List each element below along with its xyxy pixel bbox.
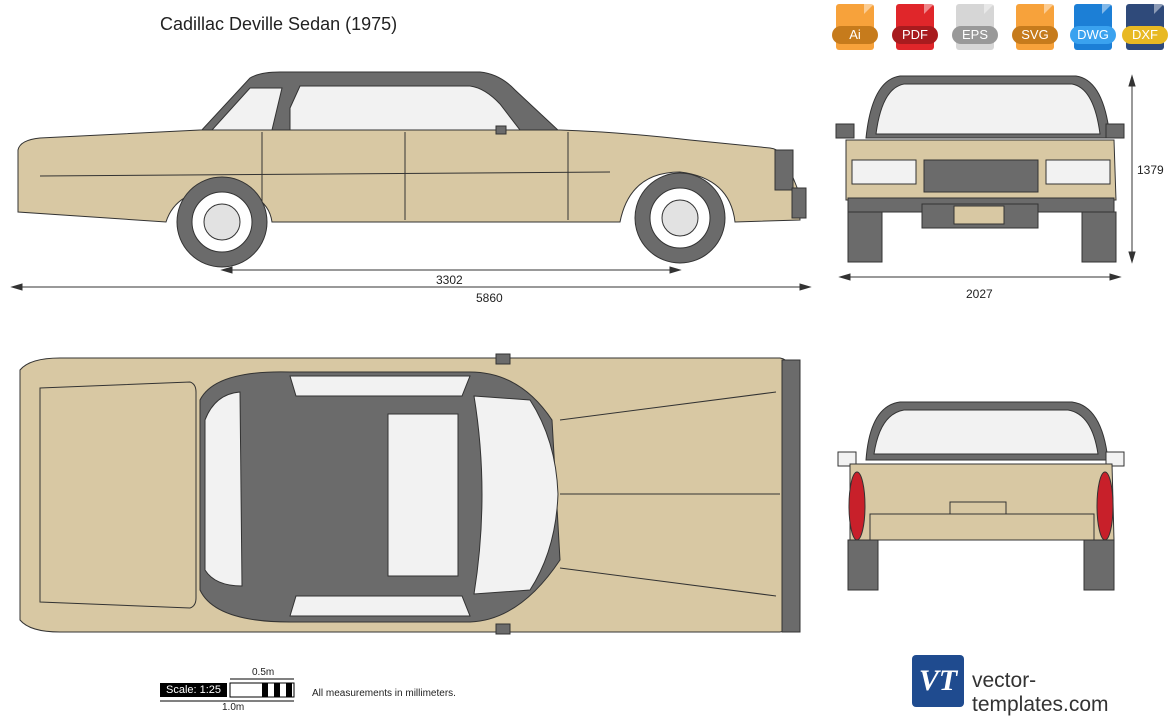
scale-ruler [160,678,295,702]
rear-window [873,409,1099,455]
scale-tick [262,683,268,697]
side-mirror [495,125,507,135]
side-trim-line [39,171,611,177]
front-right-headlights [1045,159,1111,185]
side-front-hub [661,199,699,237]
dwg-format-button[interactable]: DWG [1070,4,1116,50]
front-view [835,75,1125,263]
ai-format-label: Ai [832,26,878,44]
rear-left-tire [847,539,879,591]
wheelbase-label: 3302 [436,273,463,287]
length-label: 5860 [476,291,503,305]
page-fold [1154,4,1164,14]
top-left-mirror [495,353,511,365]
front-windshield [875,83,1101,135]
top-rear-window [204,391,243,587]
front-left-mirror [835,123,855,139]
arrow [799,283,812,291]
top-hood-line-right [559,567,777,597]
front-grille [923,159,1039,193]
arrow [10,283,23,291]
side-rear-hub [203,203,241,241]
page-fold [1044,4,1054,14]
top-hood-line-left [559,391,777,421]
rear-left-taillight [848,471,866,541]
one-meter-label: 1.0m [222,702,245,713]
arrow [838,273,851,281]
top-trunk-lid [39,381,197,609]
rear-right-mirror [1105,451,1125,467]
front-right-tire [1081,211,1117,263]
dxf-format-label: DXF [1122,26,1168,44]
page-fold [1102,4,1112,14]
rear-right-tire [1083,539,1115,591]
arrow [220,266,233,274]
rear-bumper [869,513,1095,541]
side-front-window [289,85,522,131]
top-roof [199,371,561,623]
arrow [669,266,682,274]
front-right-mirror [1105,123,1125,139]
top-front-bumper [781,359,801,633]
brand-link[interactable]: vector-templates.com [972,669,1109,716]
page-fold [924,4,934,14]
side-dimensions [10,266,812,291]
top-right-mirror [495,623,511,635]
scale-tick [274,683,280,697]
height-label: 1379 [1137,163,1164,177]
top-left-side-glass [289,375,471,397]
rear-right-taillight [1096,471,1114,541]
top-windshield [473,395,559,595]
top-view [19,353,801,635]
arrow [1128,74,1136,87]
svg-format-button[interactable]: SVG [1012,4,1058,50]
arrow [1128,251,1136,264]
front-dimensions [838,74,1136,281]
width-label: 2027 [966,287,993,301]
half-meter-label: 0.5m [252,667,275,678]
scale-label: Scale: 1:25 [160,683,228,697]
rear-left-mirror [837,451,857,467]
side-front-bumper [791,187,807,219]
front-left-tire [847,211,883,263]
page-fold [864,4,874,14]
eps-format-button[interactable]: EPS [952,4,998,50]
arrow [1109,273,1122,281]
scale-tick [286,683,292,697]
rear-view [837,401,1125,591]
page-fold [984,4,994,14]
pdf-format-button[interactable]: PDF [892,4,938,50]
eps-format-label: EPS [952,26,998,44]
dwg-format-label: DWG [1070,26,1116,44]
dxf-format-button[interactable]: DXF [1122,4,1168,50]
ai-format-button[interactable]: Ai [832,4,878,50]
front-plate [953,205,1005,225]
front-left-headlights [851,159,917,185]
top-sunroof [387,413,459,577]
page-title: Cadillac Deville Sedan (1975) [160,14,398,34]
side-front-bumper-block [774,149,794,191]
pdf-format-label: PDF [892,26,938,44]
top-right-side-glass [289,595,471,617]
svg-format-label: SVG [1012,26,1058,44]
vt-logo-icon[interactable]: VT [912,655,964,707]
measurement-note: All measurements in millimeters. [312,688,456,699]
side-view [17,71,807,268]
